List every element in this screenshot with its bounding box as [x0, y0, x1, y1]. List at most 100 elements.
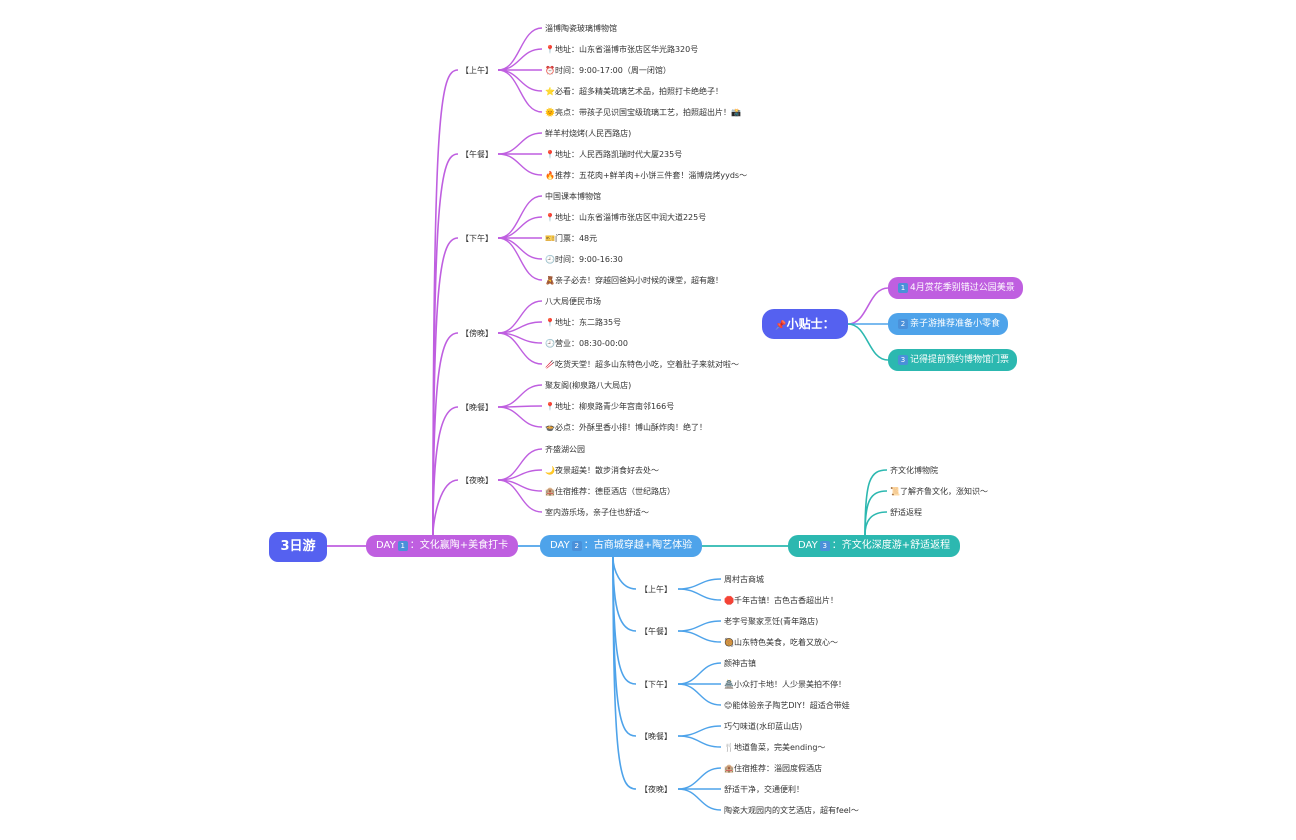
day3-prefix: DAY	[798, 540, 818, 551]
day2-afternoon-item[interactable]: 😊能体验亲子陶艺DIY！超适合带娃	[724, 701, 850, 710]
day3-item[interactable]: 齐文化博物院	[890, 466, 938, 475]
tips-label: 小贴士：	[786, 317, 835, 331]
day2-period-morning[interactable]: 【上午】	[640, 585, 672, 594]
connector-line	[497, 69, 543, 113]
day1-period-night[interactable]: 【夜晚】	[461, 476, 493, 485]
connector-line	[864, 511, 888, 536]
day1-night-item[interactable]: 🏨住宿推荐：德臣酒店（世纪路店）	[545, 487, 675, 496]
day2-afternoon-item[interactable]: 🏯小众打卡地！人少景美拍不停！	[724, 680, 846, 689]
day1-afternoon-item[interactable]: 中国课本博物馆	[545, 192, 601, 201]
connector-line	[677, 588, 722, 601]
connector-line	[432, 479, 459, 536]
tip2-text: 亲子游推荐准备小零食	[910, 319, 1001, 329]
day1-night-item[interactable]: 齐盛湖公园	[545, 445, 585, 454]
tip3-number-badge: 3	[898, 355, 908, 365]
connector-line	[497, 237, 543, 260]
connector-line	[612, 556, 637, 632]
day1-morning-item[interactable]: 📍地址：山东省淄博市张店区华光路320号	[545, 45, 699, 54]
day1-dusk-item[interactable]: 🕘营业：08:30-00:00	[545, 339, 628, 348]
day1-afternoon-item[interactable]: 📍地址：山东省淄博市张店区中润大道225号	[545, 213, 707, 222]
connector-line	[497, 406, 543, 428]
pushpin-icon: 📌	[775, 321, 787, 331]
day1-lunch-item[interactable]: 鲜羊村烧烤(人民西路店)	[545, 129, 632, 138]
tip1-text: 4月赏花季别错过公园美景	[910, 283, 1015, 293]
day2-lunch-item[interactable]: 🥘山东特色美食，吃着又放心～	[724, 638, 838, 647]
day2-period-afternoon[interactable]: 【下午】	[640, 680, 672, 689]
connector-line	[677, 630, 722, 643]
day2-night-item[interactable]: 舒适干净，交通便利！	[724, 785, 804, 794]
day1-afternoon-item[interactable]: 🧸亲子必去！穿越回爸妈小时候的课堂，超有趣！	[545, 276, 723, 285]
connector-line	[847, 323, 889, 361]
day1-dinner-item[interactable]: 🍲必点：外酥里香小排！博山酥炸肉！绝了！	[545, 423, 707, 432]
day1-period-dinner[interactable]: 【晚餐】	[461, 403, 493, 412]
root-node[interactable]: 3日游	[269, 532, 327, 562]
tip3-text: 记得提前预约博物馆门票	[910, 355, 1010, 365]
day2-period-night[interactable]: 【夜晚】	[640, 785, 672, 794]
day3-item[interactable]: 📜了解齐鲁文化，涨知识～	[890, 487, 988, 496]
day1-morning-item[interactable]: ⏰时间：9:00-17:00（周一闭馆）	[545, 66, 671, 75]
day1-lunch-item[interactable]: 📍地址：人民西路凯瑞时代大厦235号	[545, 150, 683, 159]
day1-night-item[interactable]: 🌙夜景超美！散步消食好去处～	[545, 466, 659, 475]
connector-line	[847, 287, 889, 325]
day2-night-item[interactable]: 陶瓷大观园内的文艺酒店，超有feel～	[724, 806, 859, 815]
day1-dinner-item[interactable]: 📍地址：柳泉路青少年宫南邻166号	[545, 402, 675, 411]
day2-night-item[interactable]: 🏨住宿推荐：淄园度假酒店	[724, 764, 822, 773]
day1-dusk-item[interactable]: 🥢吃货天堂！超多山东特色小吃，空着肚子来就对啦～	[545, 360, 739, 369]
day2-dinner-item[interactable]: 🍴地道鲁菜，完美ending～	[724, 743, 826, 752]
connector-line	[677, 683, 722, 706]
day2-afternoon-item[interactable]: 颜神古镇	[724, 659, 756, 668]
day1-period-dusk[interactable]: 【傍晚】	[461, 329, 493, 338]
tip1-number-badge: 1	[898, 283, 908, 293]
connector-line	[497, 69, 543, 92]
day2-morning-item[interactable]: 周村古商城	[724, 575, 764, 584]
day1-period-afternoon[interactable]: 【下午】	[461, 234, 493, 243]
connector-line	[497, 153, 543, 176]
day1-dusk-item[interactable]: 📍地址：东二路35号	[545, 318, 622, 327]
connector-line	[497, 216, 543, 239]
day1-number-badge: 1	[397, 541, 408, 551]
connector-line	[612, 556, 637, 790]
connector-line	[497, 384, 543, 408]
connector-line	[612, 556, 637, 685]
day1-morning-item[interactable]: 🌞亮点：带孩子见识国宝级琉璃工艺，拍照超出片！📸	[545, 108, 741, 117]
connector-line	[497, 132, 543, 155]
connector-line	[677, 735, 722, 748]
day1-morning-item[interactable]: 淄博陶瓷玻璃博物馆	[545, 24, 617, 33]
day3-item[interactable]: 舒适返程	[890, 508, 922, 517]
day1-morning-item[interactable]: ⭐必看：超多精美琉璃艺术品，拍照打卡绝绝子！	[545, 87, 723, 96]
connector-line	[497, 479, 543, 513]
tips-node[interactable]: 📌小贴士：	[762, 309, 848, 339]
day2-period-dinner[interactable]: 【晚餐】	[640, 732, 672, 741]
connector-line	[677, 788, 722, 811]
connector-line	[612, 556, 637, 590]
day1-period-lunch[interactable]: 【午餐】	[461, 150, 493, 159]
day1-dusk-item[interactable]: 八大局便民市场	[545, 297, 601, 306]
day1-prefix: DAY	[376, 540, 396, 551]
day2-lunch-item[interactable]: 老字号聚家烹饪(青年路店)	[724, 617, 819, 626]
day2-period-lunch[interactable]: 【午餐】	[640, 627, 672, 636]
connector-line	[432, 69, 459, 536]
day2-morning-item[interactable]: 🛑千年古镇！古色古香超出片！	[724, 596, 838, 605]
connector-line	[677, 662, 722, 685]
connector-line	[497, 27, 543, 71]
day1-afternoon-item[interactable]: 🕘时间：9:00-16:30	[545, 255, 623, 264]
connector-line	[432, 332, 459, 536]
day1-period-morning[interactable]: 【上午】	[461, 66, 493, 75]
day1-night-item[interactable]: 室内游乐场，亲子住也舒适～	[545, 508, 649, 517]
day2-label: ：古商城穿越+陶艺体验	[583, 540, 693, 551]
day1-lunch-item[interactable]: 🔥推荐：五花肉+鲜羊肉+小饼三件套！淄博烧烤yyds～	[545, 171, 748, 180]
connector-line	[497, 195, 543, 239]
day1-afternoon-item[interactable]: 🎫门票：48元	[545, 234, 598, 243]
day3-label: ：齐文化深度游+舒适返程	[831, 540, 951, 551]
day2-dinner-item[interactable]: 巧勺味道(水印蓝山店)	[724, 722, 803, 731]
day1-dinner-item[interactable]: 聚友阁(柳泉路八大局店)	[545, 381, 632, 390]
day1-label: ：文化赢陶+美食打卡	[409, 540, 509, 551]
